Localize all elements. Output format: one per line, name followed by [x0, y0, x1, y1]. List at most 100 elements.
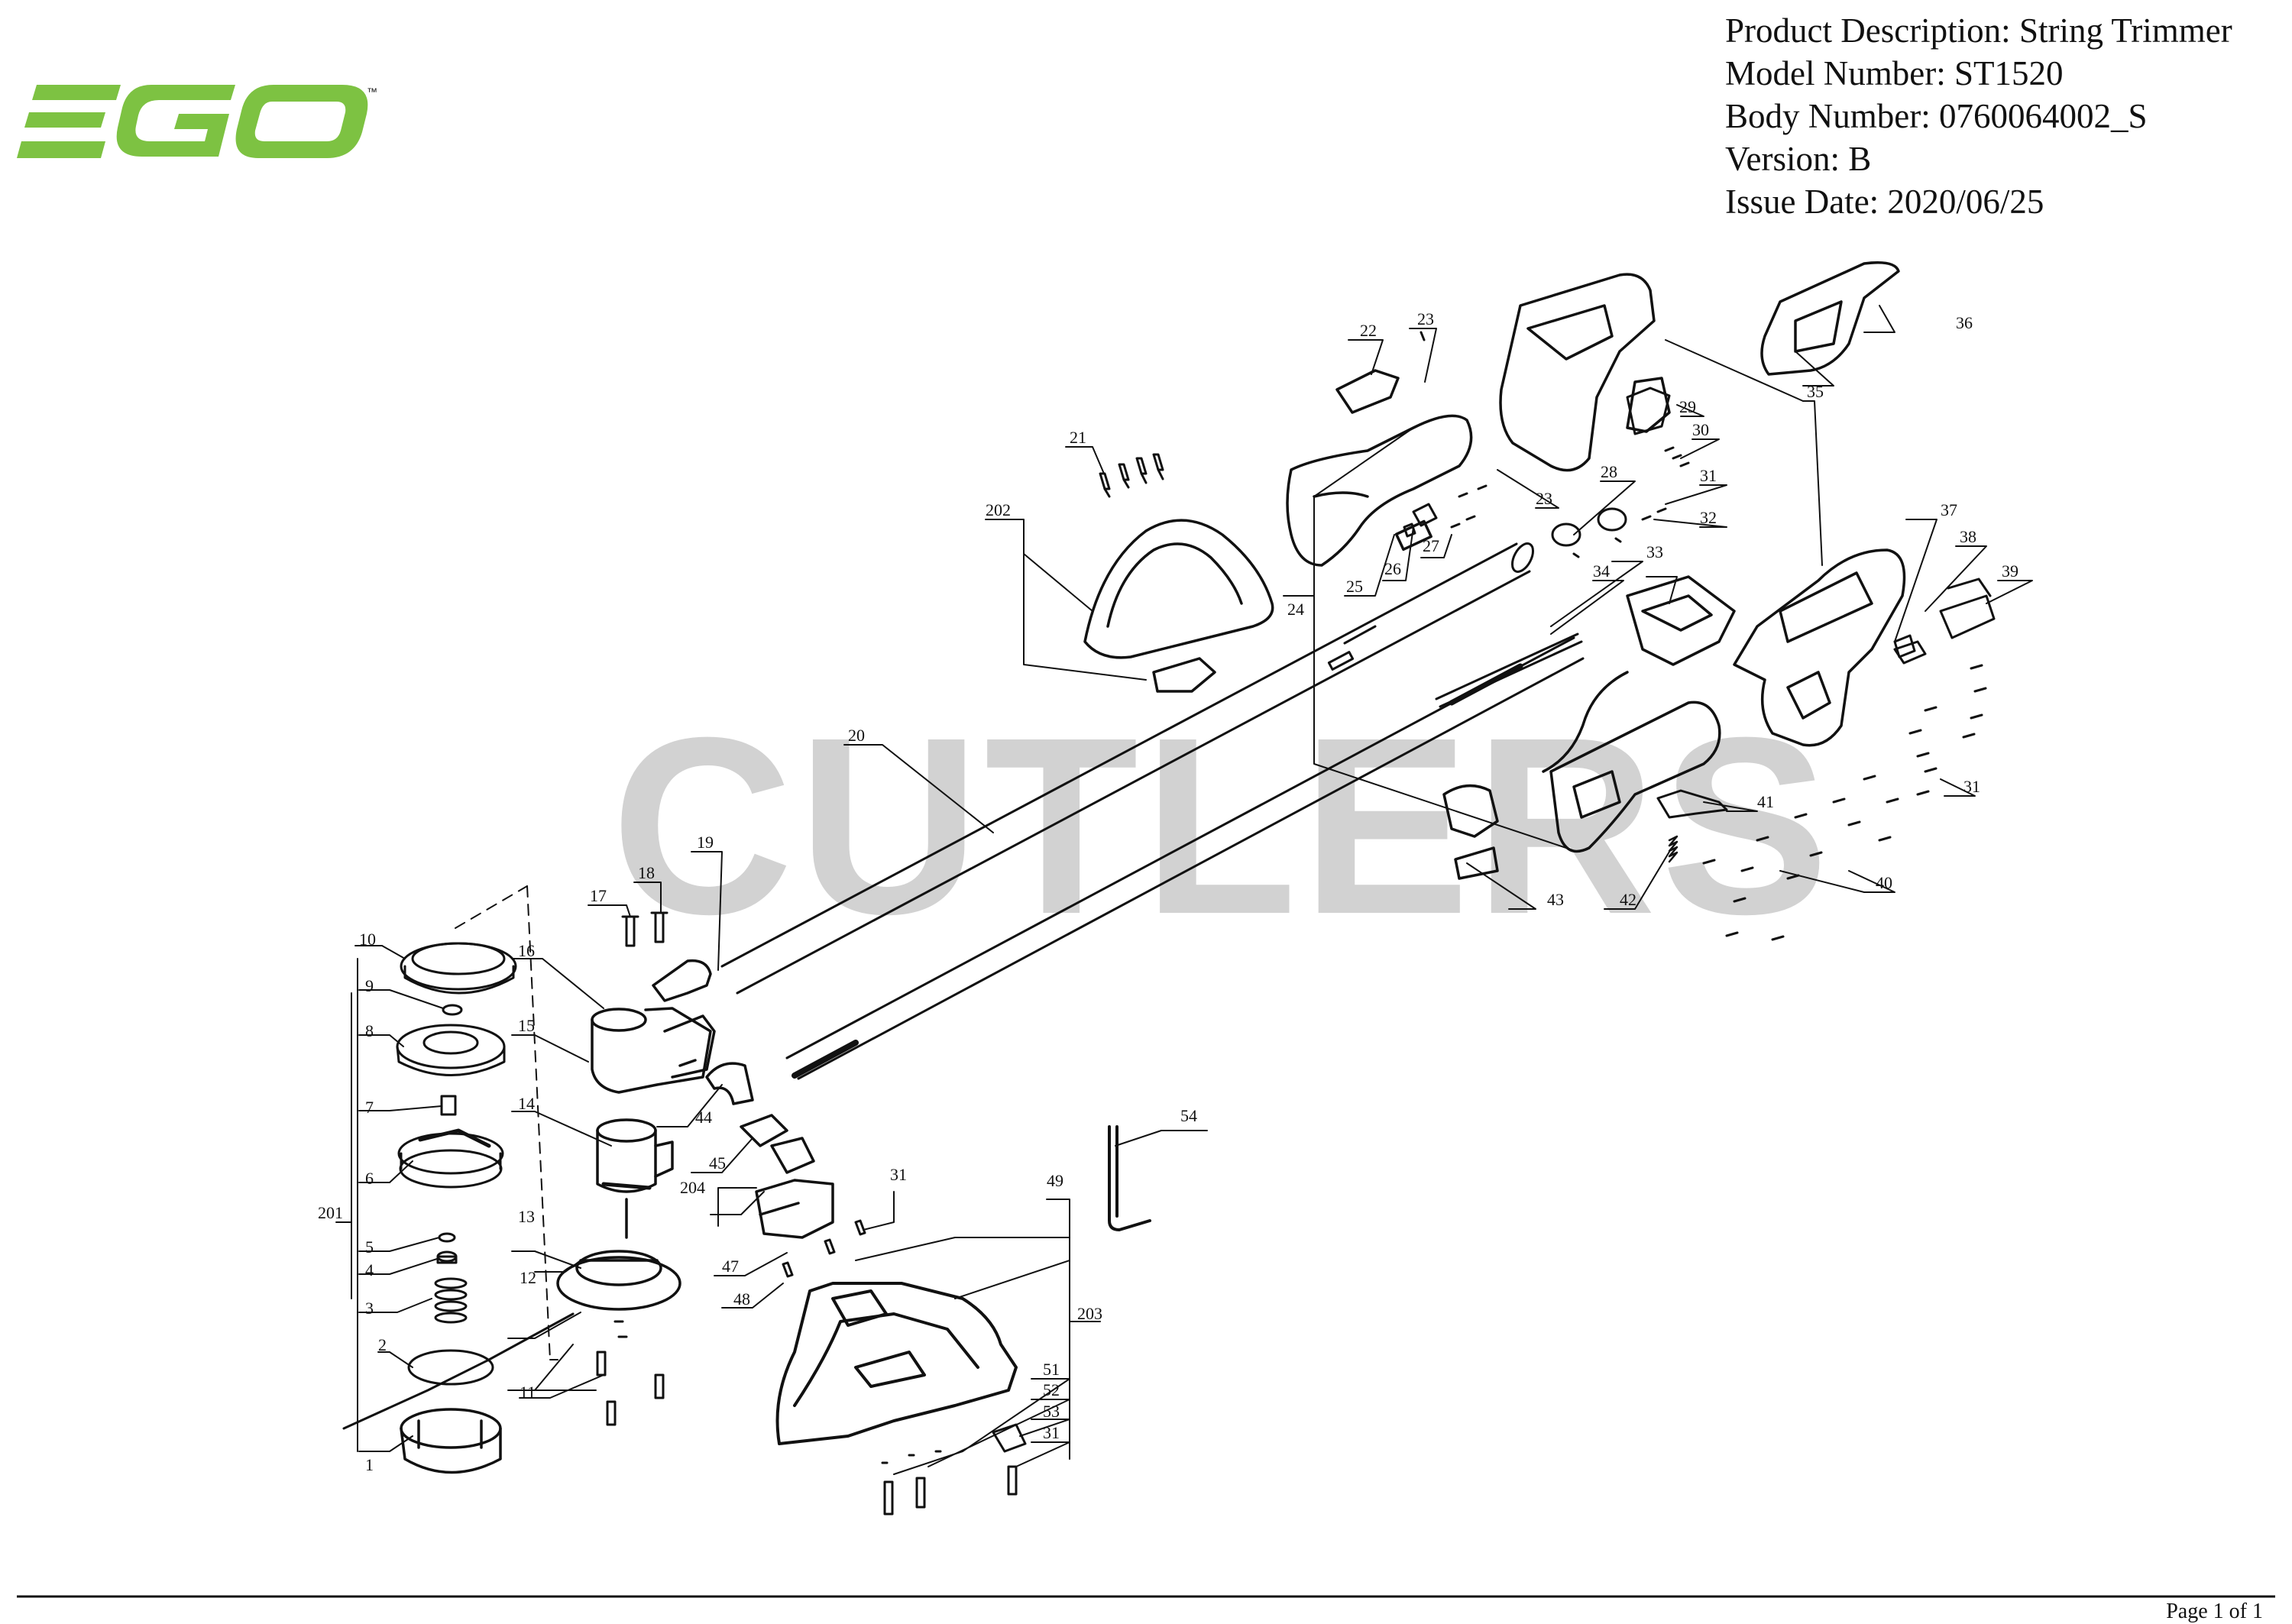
callout-203: 203 — [1077, 1304, 1102, 1323]
spring-3 — [434, 1277, 468, 1324]
callout-27: 27 — [1423, 536, 1439, 555]
rear-handle-housing — [1733, 548, 1906, 747]
callout-labels: 1 2 3 4 5 6 7 8 9 10 11 12 13 14 15 16 1… — [318, 309, 2018, 1474]
bump-knob — [400, 1408, 502, 1474]
clamp-44 — [705, 1062, 754, 1105]
front-handle-assembly — [1442, 700, 1721, 880]
callout-31-guard: 31 — [890, 1165, 907, 1184]
callout-54: 54 — [1180, 1106, 1197, 1125]
callout-16: 16 — [518, 941, 535, 960]
guard-plate — [556, 1250, 681, 1311]
shaft-tube-upper — [720, 542, 1535, 995]
trigger — [1656, 789, 1728, 819]
callout-26: 26 — [1384, 559, 1401, 578]
washer-5 — [438, 1232, 456, 1243]
page-number: Page 1 of 1 — [2166, 1600, 2263, 1623]
callout-23-mid: 23 — [1536, 489, 1552, 508]
callout-47: 47 — [722, 1257, 739, 1276]
callout-35: 35 — [1807, 382, 1824, 401]
ego-logo: ™ — [17, 85, 377, 158]
callout-39: 39 — [2002, 561, 2018, 581]
bump-guard-handle — [1083, 519, 1274, 693]
nut-4 — [436, 1250, 458, 1264]
callout-6: 6 — [365, 1169, 374, 1188]
inner-housing — [396, 1024, 506, 1076]
callout-7: 7 — [365, 1098, 374, 1117]
callout-49: 49 — [1047, 1171, 1063, 1190]
line-guard — [775, 1282, 1018, 1445]
watermark: CUTLERS — [611, 684, 1834, 966]
callout-3: 3 — [365, 1299, 374, 1318]
issue-date: Issue Date: 2020/06/25 — [1725, 183, 2044, 221]
callout-28: 28 — [1601, 462, 1617, 481]
callout-202: 202 — [986, 500, 1011, 519]
callout-51: 51 — [1043, 1360, 1060, 1379]
callout-15: 15 — [518, 1016, 535, 1035]
hex-key — [1108, 1125, 1151, 1231]
small-parts-upper — [1403, 331, 1690, 558]
callout-31-right: 31 — [1963, 777, 1980, 796]
callout-29: 29 — [1679, 397, 1696, 416]
callout-37: 37 — [1941, 500, 1957, 519]
callout-38: 38 — [1960, 527, 1976, 546]
motor-housing-top — [1499, 273, 1671, 472]
model-number: Model Number: ST1520 — [1725, 54, 2064, 92]
callout-14: 14 — [518, 1094, 535, 1113]
callout-5: 5 — [365, 1237, 374, 1257]
screws-21 — [1099, 453, 1164, 498]
callout-45: 45 — [709, 1153, 726, 1173]
callout-4: 4 — [365, 1260, 374, 1279]
callout-31-blade: 31 — [1043, 1423, 1060, 1442]
callout-10: 10 — [359, 930, 376, 949]
callout-41: 41 — [1757, 792, 1774, 811]
callout-17: 17 — [590, 886, 607, 905]
switch-parts — [1893, 577, 1996, 665]
callout-30: 30 — [1692, 420, 1709, 439]
bushing — [440, 1095, 457, 1116]
callout-11: 11 — [520, 1383, 536, 1402]
callout-34: 34 — [1593, 561, 1610, 581]
callout-201: 201 — [318, 1203, 343, 1222]
o-ring — [442, 1004, 463, 1016]
callout-22: 22 — [1360, 321, 1377, 340]
callout-23-top: 23 — [1417, 309, 1434, 328]
callout-33: 33 — [1646, 542, 1663, 561]
motor-housing — [591, 1007, 716, 1094]
trimmer-line — [342, 1312, 575, 1430]
callout-9: 9 — [365, 976, 374, 995]
callout-8: 8 — [365, 1021, 374, 1040]
callout-32: 32 — [1700, 508, 1717, 527]
screw-set-40 — [1702, 664, 1987, 941]
callout-43: 43 — [1547, 890, 1564, 909]
callout-53: 53 — [1043, 1402, 1060, 1421]
callout-13: 13 — [518, 1207, 535, 1226]
spool — [397, 1128, 504, 1189]
callout-24: 24 — [1287, 600, 1304, 619]
callout-20: 20 — [848, 726, 865, 745]
version: Version: B — [1725, 140, 1872, 178]
callout-48: 48 — [733, 1289, 750, 1309]
assembly-dashed-box — [455, 885, 558, 1360]
callout-31-upper: 31 — [1700, 466, 1717, 485]
motor — [596, 1118, 674, 1239]
callout-21: 21 — [1070, 428, 1086, 447]
callout-44: 44 — [695, 1108, 712, 1127]
spool-cap — [400, 942, 517, 995]
callout-18: 18 — [638, 863, 655, 882]
callout-25: 25 — [1346, 577, 1363, 596]
motor-cap-19 — [652, 959, 712, 1002]
callout-2: 2 — [378, 1335, 387, 1354]
callout-36: 36 — [1956, 313, 1973, 332]
line-cutter-blade — [992, 1423, 1027, 1496]
body-number: Body Number: 0760064002_S — [1725, 97, 2148, 135]
switch-housing — [1542, 575, 1736, 773]
product-description: Product Description: String Trimmer — [1725, 11, 2232, 50]
handle-upper — [1286, 369, 1473, 567]
connector-parts — [740, 1114, 834, 1239]
guard-screws — [782, 1219, 866, 1278]
battery-cover — [1760, 261, 1900, 376]
rivets-51-52 — [881, 1450, 942, 1516]
callout-204: 204 — [680, 1178, 705, 1197]
